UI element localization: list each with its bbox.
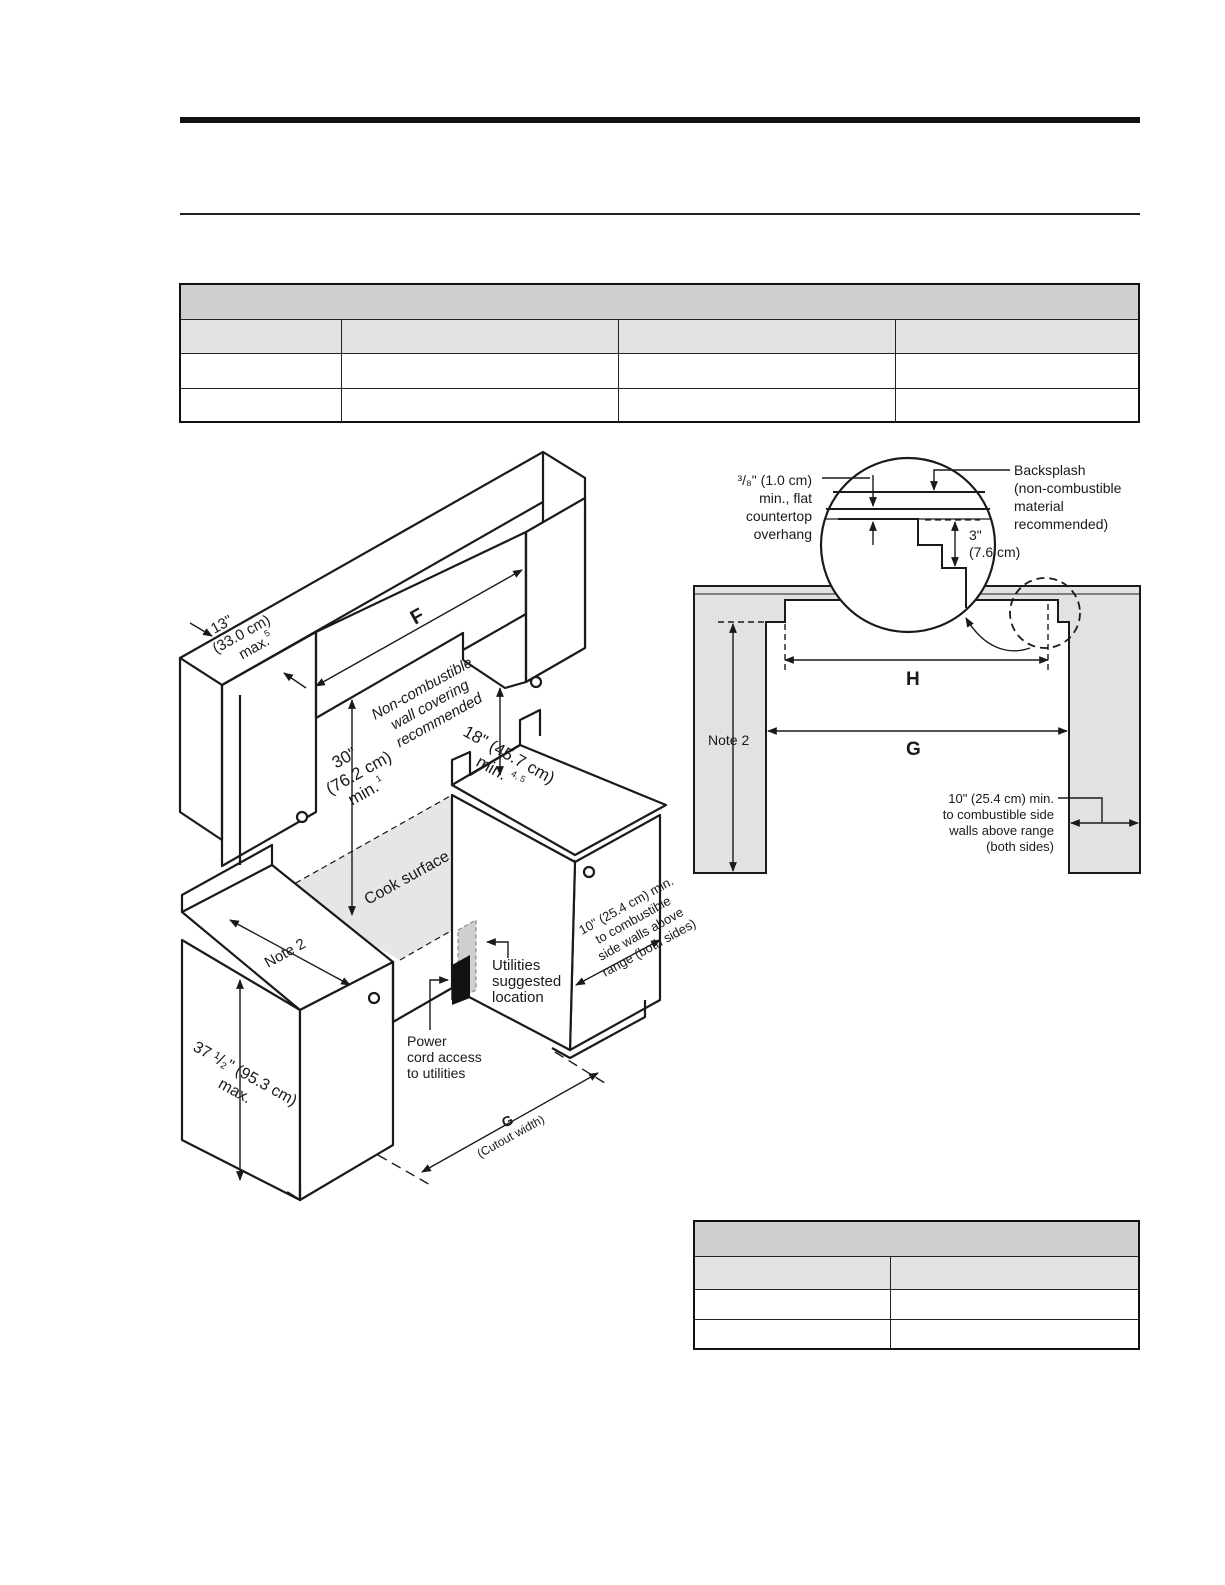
knob bbox=[529, 675, 543, 689]
front-view bbox=[693, 456, 1141, 874]
cook-surface-edge bbox=[277, 794, 453, 894]
table-cell bbox=[890, 1318, 1140, 1350]
left-cabinet-toe bbox=[286, 1185, 302, 1202]
side-wall-label: to combustible side bbox=[943, 807, 1054, 822]
table-cell bbox=[618, 387, 896, 423]
detail-callout-circle bbox=[1009, 577, 1081, 649]
dim-h-label: H bbox=[906, 669, 920, 690]
detail-callout-arrow bbox=[965, 617, 1031, 652]
dimensions-table-caption bbox=[179, 283, 1140, 320]
cabinet-outline bbox=[693, 585, 1141, 874]
side-wall-label: 10" (25.4 cm) min. bbox=[948, 791, 1054, 806]
utilities-label: suggested bbox=[492, 973, 561, 990]
dimensions-table-header-cell bbox=[895, 318, 1140, 354]
step-height-label: 3" bbox=[969, 527, 982, 543]
dim-g-label: G bbox=[906, 739, 921, 760]
table-cell bbox=[895, 352, 1140, 389]
overhang-label: overhang bbox=[754, 526, 812, 542]
cutout-table-header-cell bbox=[890, 1255, 1140, 1290]
side-wall-label: walls above range bbox=[948, 823, 1054, 838]
vertical-clearance-sup: 1 bbox=[374, 773, 383, 784]
power-cord-label: cord access bbox=[407, 1049, 482, 1065]
detail-magnifier bbox=[819, 456, 997, 634]
backsplash-label: material bbox=[1014, 498, 1064, 514]
table-row bbox=[693, 1288, 1140, 1320]
dim-g-arrow bbox=[421, 1072, 599, 1173]
header-rule-thick bbox=[180, 117, 1140, 123]
utilities-leader bbox=[486, 938, 509, 958]
table-row bbox=[693, 1318, 1140, 1350]
side-depth-sup: 5 bbox=[262, 628, 271, 639]
table-cell bbox=[890, 1288, 1140, 1320]
dim-f-label: F bbox=[407, 604, 428, 629]
note2-label: Note 2 bbox=[708, 732, 749, 748]
side-depth-arrow bbox=[189, 622, 213, 637]
dimensions-table-header-cell bbox=[341, 318, 619, 354]
backsplash-leader bbox=[930, 469, 1010, 491]
side-depth-arrow bbox=[283, 672, 307, 689]
dimensions-table bbox=[179, 283, 1140, 423]
dim-f-arrow bbox=[315, 569, 523, 687]
power-cord-label: Power bbox=[407, 1033, 447, 1049]
side-wall-label: (both sides) bbox=[986, 839, 1054, 854]
table-row bbox=[179, 352, 1140, 389]
dim-g-ext bbox=[377, 1154, 433, 1187]
right-backsplash bbox=[450, 708, 542, 785]
utilities-label: location bbox=[492, 989, 544, 1006]
power-cord-box bbox=[452, 955, 470, 1005]
table-cell bbox=[341, 387, 619, 423]
knob bbox=[367, 991, 381, 1005]
range-step-profile bbox=[838, 518, 967, 608]
knob bbox=[582, 865, 596, 879]
backsplash-label: (non-combustible bbox=[1014, 480, 1122, 496]
table-row bbox=[179, 387, 1140, 423]
upper-cabinet-left-face bbox=[178, 656, 224, 842]
backsplash-label: Backsplash bbox=[1014, 462, 1086, 478]
right-cabinet-toe bbox=[551, 1000, 647, 1060]
front-view-labels: ³/₈" (1.0 cm) min., flat countertop over… bbox=[708, 462, 1122, 854]
backsplash-label: recommended) bbox=[1014, 516, 1108, 532]
upper-left-cabinet-face bbox=[220, 630, 318, 868]
left-backsplash bbox=[180, 843, 274, 912]
table-cell bbox=[895, 387, 1140, 423]
isometric-view bbox=[178, 450, 668, 1202]
step-height-label: (7.6 cm) bbox=[969, 544, 1020, 560]
power-leader bbox=[429, 976, 449, 1030]
knob bbox=[295, 810, 309, 824]
note2-arrow bbox=[229, 919, 351, 986]
cutout-table bbox=[693, 1220, 1140, 1350]
isometric-dimensions bbox=[189, 569, 661, 1187]
dim-g-ext bbox=[554, 1051, 609, 1086]
header-rule-thin bbox=[180, 213, 1140, 215]
right-cabinet-side bbox=[450, 793, 577, 1052]
side-wall-leader bbox=[1058, 797, 1103, 822]
side-wall-arrow bbox=[575, 939, 661, 986]
dimensions-table-header-cell bbox=[179, 318, 342, 354]
power-cord-label: to utilities bbox=[407, 1065, 465, 1081]
table-cell bbox=[693, 1318, 891, 1350]
cook-opening-floor bbox=[391, 962, 453, 1024]
overhang-label: min., flat bbox=[759, 490, 812, 506]
magnifier-detail bbox=[826, 491, 992, 608]
overhang-label: ³/₈" (1.0 cm) bbox=[737, 472, 812, 488]
table-cell bbox=[341, 352, 619, 389]
cutout-table-header-cell bbox=[693, 1255, 891, 1290]
upper-right-cabinet-face bbox=[524, 496, 587, 684]
front-view-dimensions bbox=[718, 469, 1139, 872]
utilities-label: Utilities bbox=[492, 957, 540, 974]
left-cabinet-side bbox=[298, 960, 395, 1202]
dimensions-table-header-cell bbox=[618, 318, 896, 354]
cutout-table-caption bbox=[693, 1220, 1140, 1257]
overhang-label: countertop bbox=[746, 508, 812, 524]
table-cell bbox=[179, 387, 342, 423]
